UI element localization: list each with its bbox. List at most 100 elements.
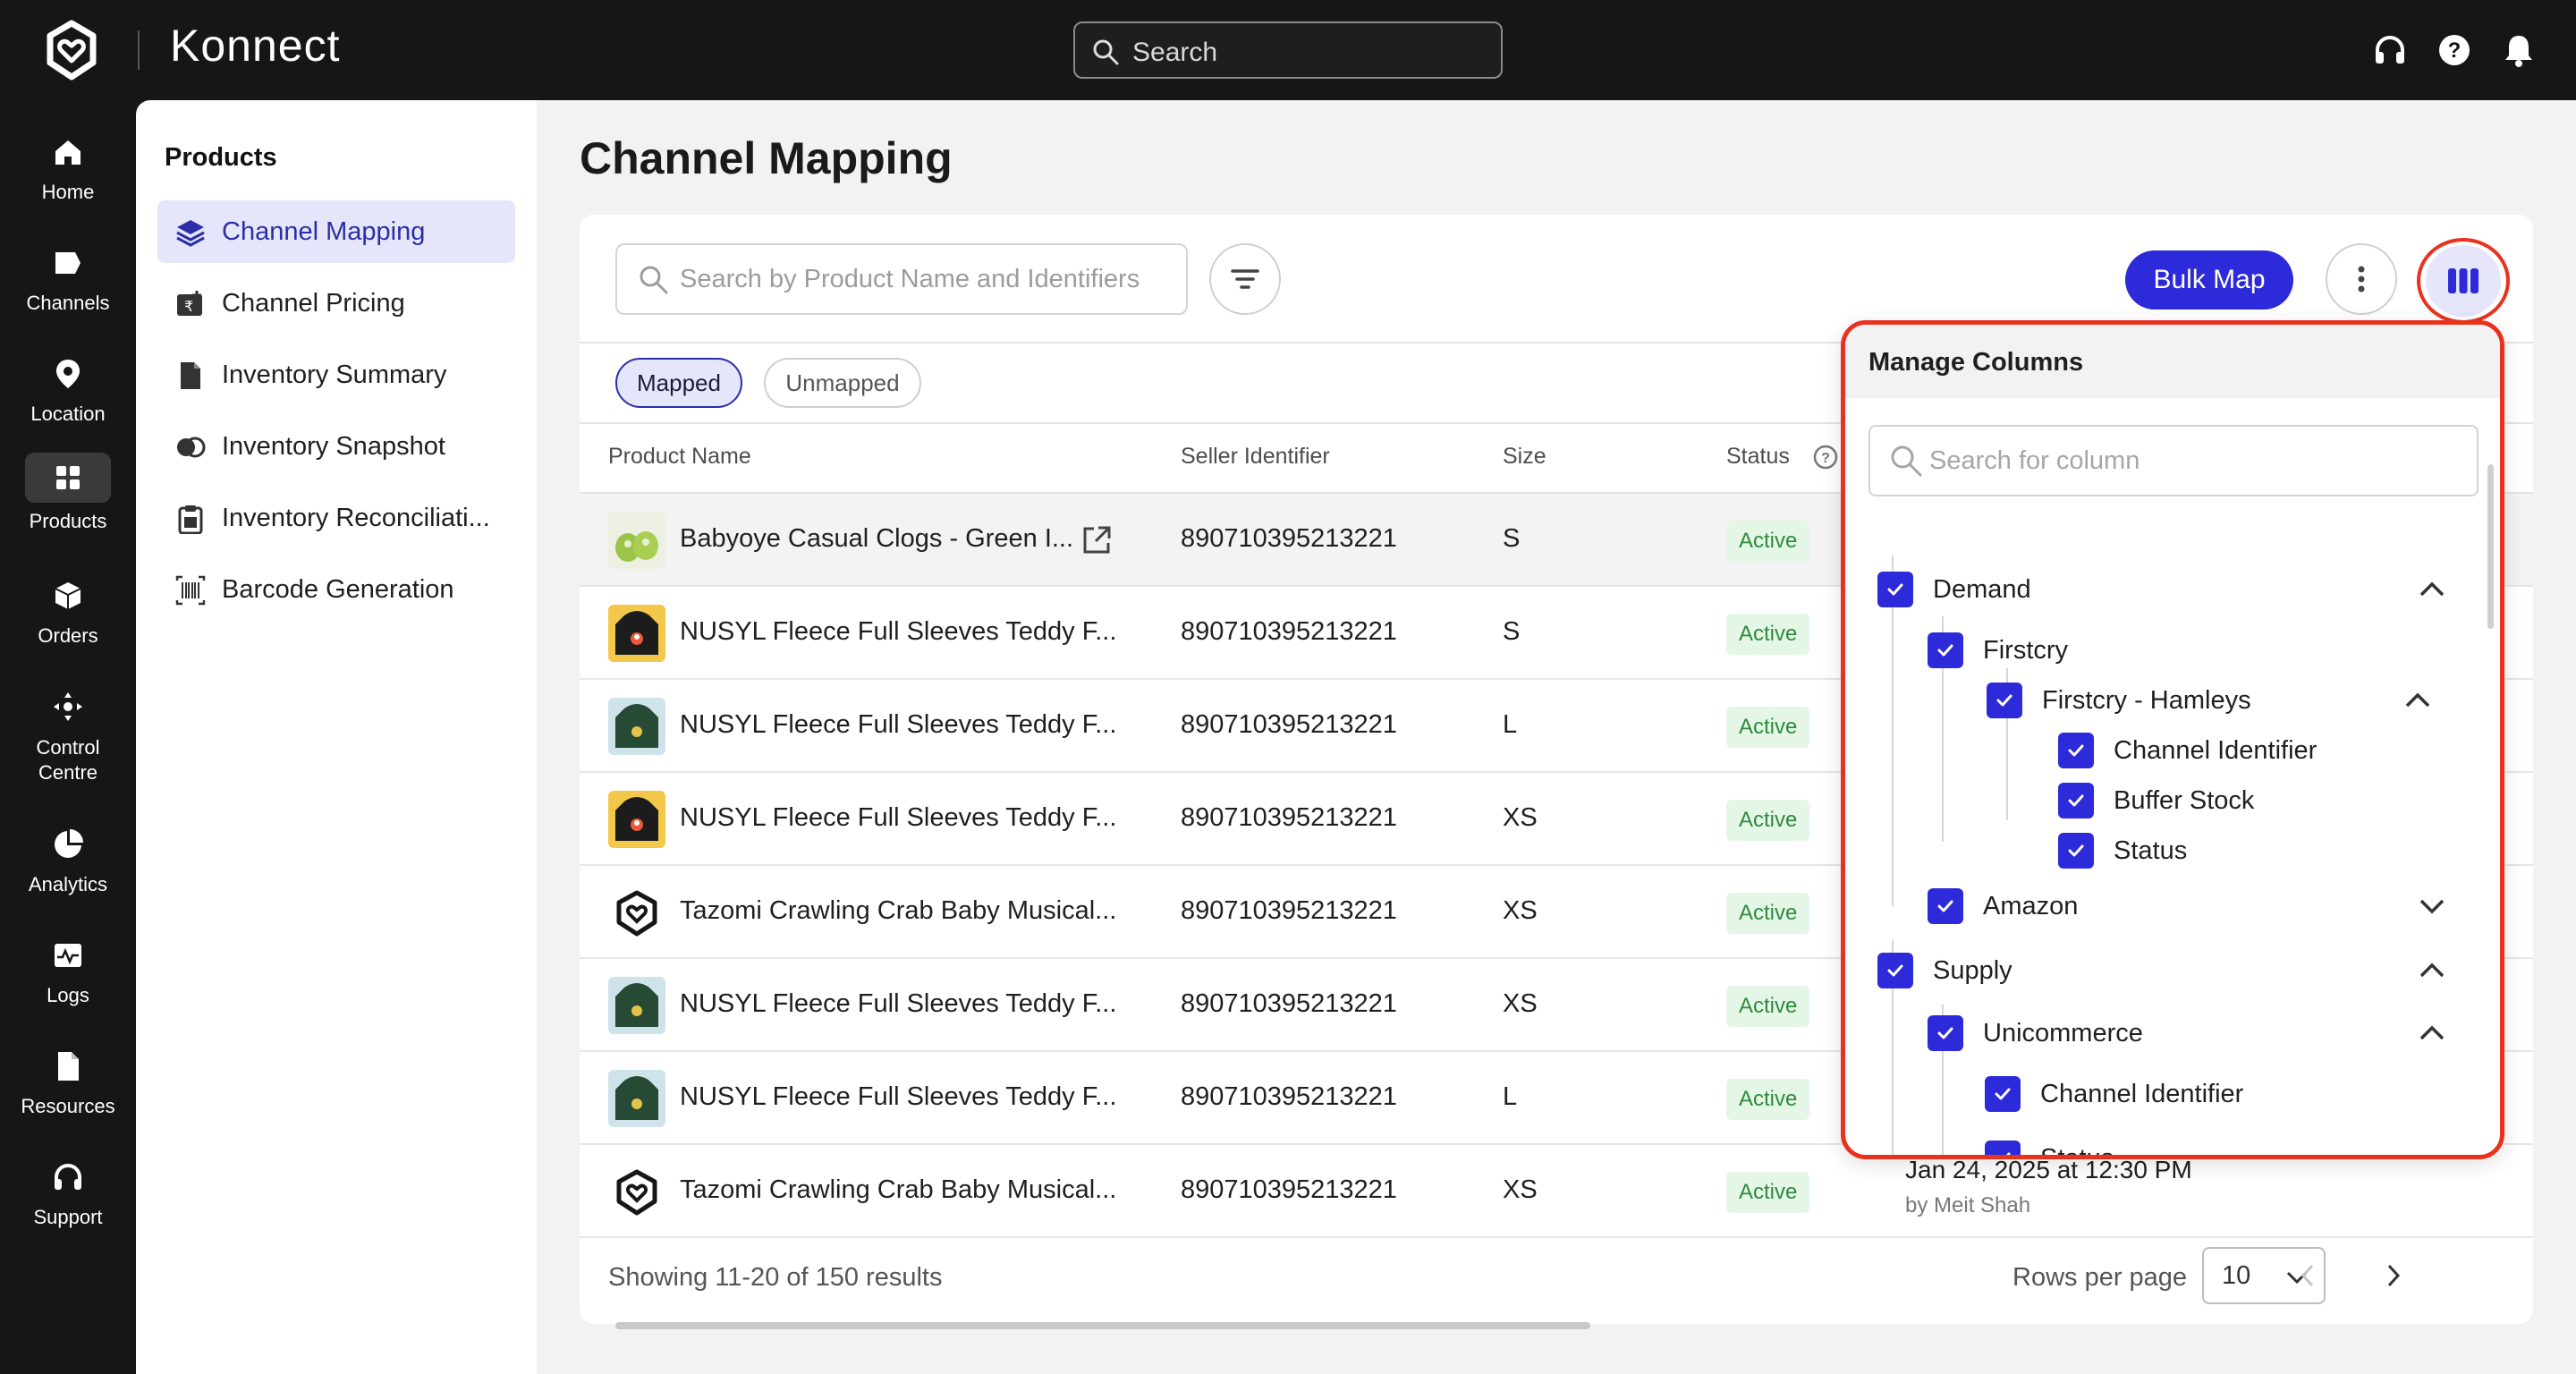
product-search-field[interactable] — [615, 243, 1188, 315]
table-row[interactable]: NUSYL Fleece Full Sleeves Teddy F...8907… — [580, 680, 2533, 773]
chevron-left-icon — [2301, 1264, 2314, 1287]
column-search-field[interactable] — [1868, 425, 2479, 496]
status-info-icon[interactable]: ? — [1812, 444, 1839, 471]
column-option[interactable]: Unicommerce — [1928, 1014, 2143, 1053]
product-name[interactable]: NUSYL Fleece Full Sleeves Teddy F... — [680, 1082, 1117, 1111]
checkbox-checked[interactable] — [2058, 733, 2094, 768]
manage-columns-button[interactable] — [2426, 245, 2501, 317]
rail-item-logs[interactable]: Logs — [0, 930, 136, 1007]
subnav-item-barcode-generation[interactable]: Barcode Generation — [157, 558, 515, 621]
subnav-item-inventory-reconciliation[interactable]: Inventory Reconciliati... — [157, 487, 515, 549]
rail-item-analytics[interactable]: Analytics — [0, 819, 136, 896]
column-option[interactable]: Buffer Stock — [2058, 781, 2254, 820]
channels-icon — [55, 252, 80, 274]
more-options-button[interactable] — [2326, 243, 2397, 315]
table-row[interactable]: NUSYL Fleece Full Sleeves Teddy F...8907… — [580, 587, 2533, 680]
previous-page-button[interactable] — [2290, 1256, 2326, 1295]
column-header-product-name[interactable]: Product Name — [608, 444, 751, 469]
help-icon[interactable]: ? — [2436, 32, 2472, 68]
next-page-button[interactable] — [2376, 1256, 2411, 1295]
product-name[interactable]: Babyoye Casual Clogs - Green I... — [680, 524, 1074, 553]
product-name[interactable]: NUSYL Fleece Full Sleeves Teddy F... — [680, 803, 1117, 832]
rail-item-orders[interactable]: Orders — [0, 571, 136, 648]
global-search-input[interactable]: Search — [1073, 21, 1503, 79]
checkbox-checked[interactable] — [2058, 783, 2094, 818]
tree-line — [2006, 668, 2008, 820]
filter-button[interactable] — [1209, 243, 1281, 315]
table-row[interactable]: Tazomi Crawling Crab Baby Musical...8907… — [580, 1145, 2533, 1238]
columns-icon — [2448, 268, 2479, 293]
tree-line — [1892, 940, 1894, 1155]
column-option[interactable]: Demand — [1877, 570, 2031, 609]
konnect-logo-icon[interactable] — [39, 18, 104, 82]
column-option[interactable]: Status — [1985, 1139, 2114, 1155]
checkbox-checked[interactable] — [1985, 1076, 2021, 1112]
rail-item-resources[interactable]: Resources — [0, 1041, 136, 1118]
chevron-up-icon[interactable] — [2416, 1017, 2448, 1049]
column-option[interactable]: Amazon — [1928, 886, 2078, 926]
seller-identifier: 890710395213221 — [1181, 989, 1397, 1018]
rail-item-channels[interactable]: Channels — [0, 238, 136, 315]
product-thumbnail — [608, 698, 665, 755]
bulk-map-button[interactable]: Bulk Map — [2125, 250, 2293, 310]
product-name[interactable]: NUSYL Fleece Full Sleeves Teddy F... — [680, 989, 1117, 1018]
more-vertical-icon — [2358, 266, 2365, 293]
table-row[interactable]: NUSYL Fleece Full Sleeves Teddy F...8907… — [580, 1052, 2533, 1145]
subnav-title: Products — [165, 143, 277, 172]
chevron-down-icon[interactable] — [2416, 890, 2448, 922]
checkbox-checked[interactable] — [2058, 833, 2094, 869]
table-row[interactable]: NUSYL Fleece Full Sleeves Teddy F...8907… — [580, 773, 2533, 866]
product-name[interactable]: NUSYL Fleece Full Sleeves Teddy F... — [680, 710, 1117, 739]
tab-unmapped[interactable]: Unmapped — [764, 358, 921, 408]
rail-item-location[interactable]: Location — [0, 349, 136, 426]
column-option[interactable]: Channel Identifier — [2058, 731, 2317, 770]
column-search-input[interactable] — [1929, 441, 2448, 480]
product-thumbnail — [608, 605, 665, 662]
chevron-up-icon[interactable] — [2416, 573, 2448, 606]
checkbox-checked[interactable] — [1877, 572, 1913, 607]
headset-icon[interactable] — [2372, 32, 2408, 68]
subnav-item-channel-pricing[interactable]: ₹ Channel Pricing — [157, 272, 515, 335]
analytics-icon — [55, 829, 83, 858]
table-row[interactable]: Tazomi Crawling Crab Baby Musical...8907… — [580, 866, 2533, 959]
column-header-seller-identifier[interactable]: Seller Identifier — [1181, 444, 1330, 469]
app-name: Konnect — [170, 21, 341, 71]
chevron-up-icon[interactable] — [2416, 954, 2448, 987]
column-option[interactable]: Firstcry - Hamleys — [1987, 681, 2251, 720]
notification-bell-icon[interactable] — [2501, 32, 2537, 68]
checkbox-checked[interactable] — [1877, 953, 1913, 988]
checkbox-checked[interactable] — [1985, 1141, 2021, 1155]
rail-item-products[interactable]: Products — [0, 453, 136, 533]
product-name[interactable]: Tazomi Crawling Crab Baby Musical... — [680, 896, 1117, 925]
checkbox-checked[interactable] — [1928, 888, 1963, 924]
checkbox-checked[interactable] — [1928, 1015, 1963, 1051]
layers-icon — [176, 220, 205, 247]
logs-icon — [55, 944, 81, 967]
external-link-icon[interactable] — [1080, 524, 1113, 556]
subnav-item-inventory-summary[interactable]: Inventory Summary — [157, 344, 515, 406]
column-header-status[interactable]: Status — [1726, 444, 1790, 469]
column-option[interactable]: Status — [2058, 831, 2187, 870]
subnav-item-channel-mapping[interactable]: Channel Mapping — [157, 200, 515, 263]
checkbox-checked[interactable] — [1987, 683, 2022, 718]
horizontal-scrollbar[interactable] — [615, 1322, 1590, 1329]
page-title: Channel Mapping — [580, 133, 953, 183]
rail-item-support[interactable]: Support — [0, 1152, 136, 1229]
column-header-size[interactable]: Size — [1503, 444, 1546, 469]
rail-item-control-centre[interactable]: Control Centre — [0, 682, 136, 785]
rail-item-home[interactable]: Home — [0, 127, 136, 204]
product-thumbnail — [608, 512, 665, 569]
column-option[interactable]: Supply — [1877, 951, 2012, 990]
manage-columns-scrollbar[interactable] — [2487, 464, 2494, 629]
subnav-item-inventory-snapshot[interactable]: Inventory Snapshot — [157, 415, 515, 478]
checkbox-checked[interactable] — [1928, 632, 1963, 668]
chevron-up-icon[interactable] — [2402, 684, 2434, 717]
column-option[interactable]: Firstcry — [1928, 631, 2068, 670]
product-name[interactable]: NUSYL Fleece Full Sleeves Teddy F... — [680, 617, 1117, 646]
table-row[interactable]: NUSYL Fleece Full Sleeves Teddy F... 8907… — [580, 959, 2533, 1052]
tab-mapped[interactable]: Mapped — [615, 358, 742, 408]
product-search-input[interactable] — [680, 259, 1163, 299]
column-option[interactable]: Channel Identifier — [1985, 1074, 2243, 1114]
product-name[interactable]: Tazomi Crawling Crab Baby Musical... — [680, 1175, 1117, 1204]
